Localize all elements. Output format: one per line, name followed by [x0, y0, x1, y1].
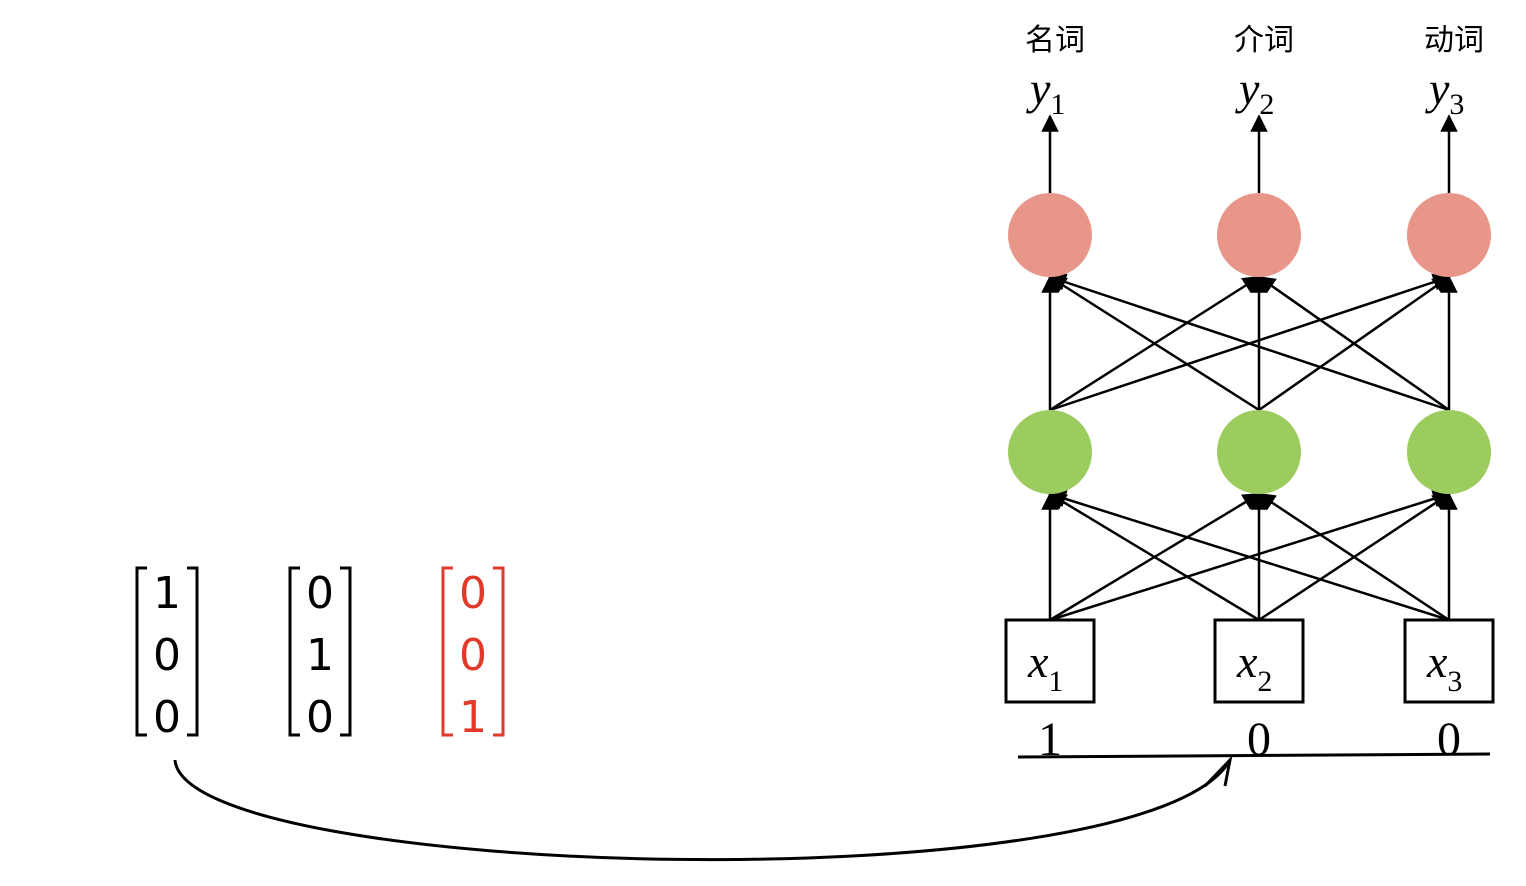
- vector-3-entry-1: 0: [459, 568, 487, 619]
- edge-hidden-2-output-1: [1048, 275, 1260, 412]
- mapping-arrow-curve: [173, 759, 1232, 862]
- edge-input-2-hidden-1: [1048, 492, 1260, 622]
- output-label-2: y2: [1235, 63, 1274, 121]
- vector-1-entry-2: 0: [153, 630, 181, 681]
- vector-1-entry-3: 0: [153, 692, 181, 743]
- edge-hidden-3-output-1: [1048, 273, 1450, 412]
- one-hot-vectors: 1 0 0 0 1 0 0 0 1: [135, 566, 505, 743]
- output-category-3: 动词: [1424, 23, 1484, 58]
- input-box-1: [1004, 618, 1096, 704]
- edge-hidden-3-output-2: [1257, 275, 1450, 412]
- input-value-3: 0: [1437, 713, 1461, 766]
- input-box-2: [1213, 618, 1305, 704]
- hidden-node-2: [1217, 410, 1301, 494]
- output-category-1: 名词: [1025, 23, 1085, 58]
- vector-1-entry-1: 1: [153, 568, 181, 619]
- vector-2-entry-2: 1: [306, 630, 334, 681]
- hidden-node-3: [1407, 410, 1491, 494]
- edge-input-3-hidden-2: [1257, 492, 1450, 622]
- vector-1-left-bracket: [135, 566, 147, 737]
- output-label-3: y3: [1425, 63, 1464, 121]
- network-nodes: [1004, 193, 1495, 704]
- vector-2-entry-3: 0: [306, 692, 334, 743]
- output-category-2: 介词: [1234, 23, 1294, 58]
- output-node-2: [1217, 193, 1301, 277]
- output-node-1: [1008, 193, 1092, 277]
- vector-2-entry-1: 0: [306, 568, 334, 619]
- edge-input-3-hidden-1: [1048, 490, 1450, 622]
- vector-3-left-bracket: [441, 566, 453, 737]
- mapping-arrow-head: [1203, 755, 1233, 788]
- input-baseline: [1017, 752, 1491, 759]
- input-box-3: [1403, 618, 1495, 704]
- vector-3-right-bracket: [493, 566, 505, 737]
- output-label-1: y1: [1026, 63, 1065, 121]
- vector-2-left-bracket: [288, 566, 300, 737]
- output-node-3: [1407, 193, 1491, 277]
- vector-3-entry-3: 1: [459, 692, 487, 743]
- connection-lines: [1041, 114, 1458, 622]
- vector-3-entry-2: 0: [459, 630, 487, 681]
- vector-1-right-bracket: [187, 566, 199, 737]
- input-value-2: 0: [1247, 713, 1271, 766]
- hidden-node-1: [1008, 410, 1092, 494]
- vector-2-right-bracket: [340, 566, 352, 737]
